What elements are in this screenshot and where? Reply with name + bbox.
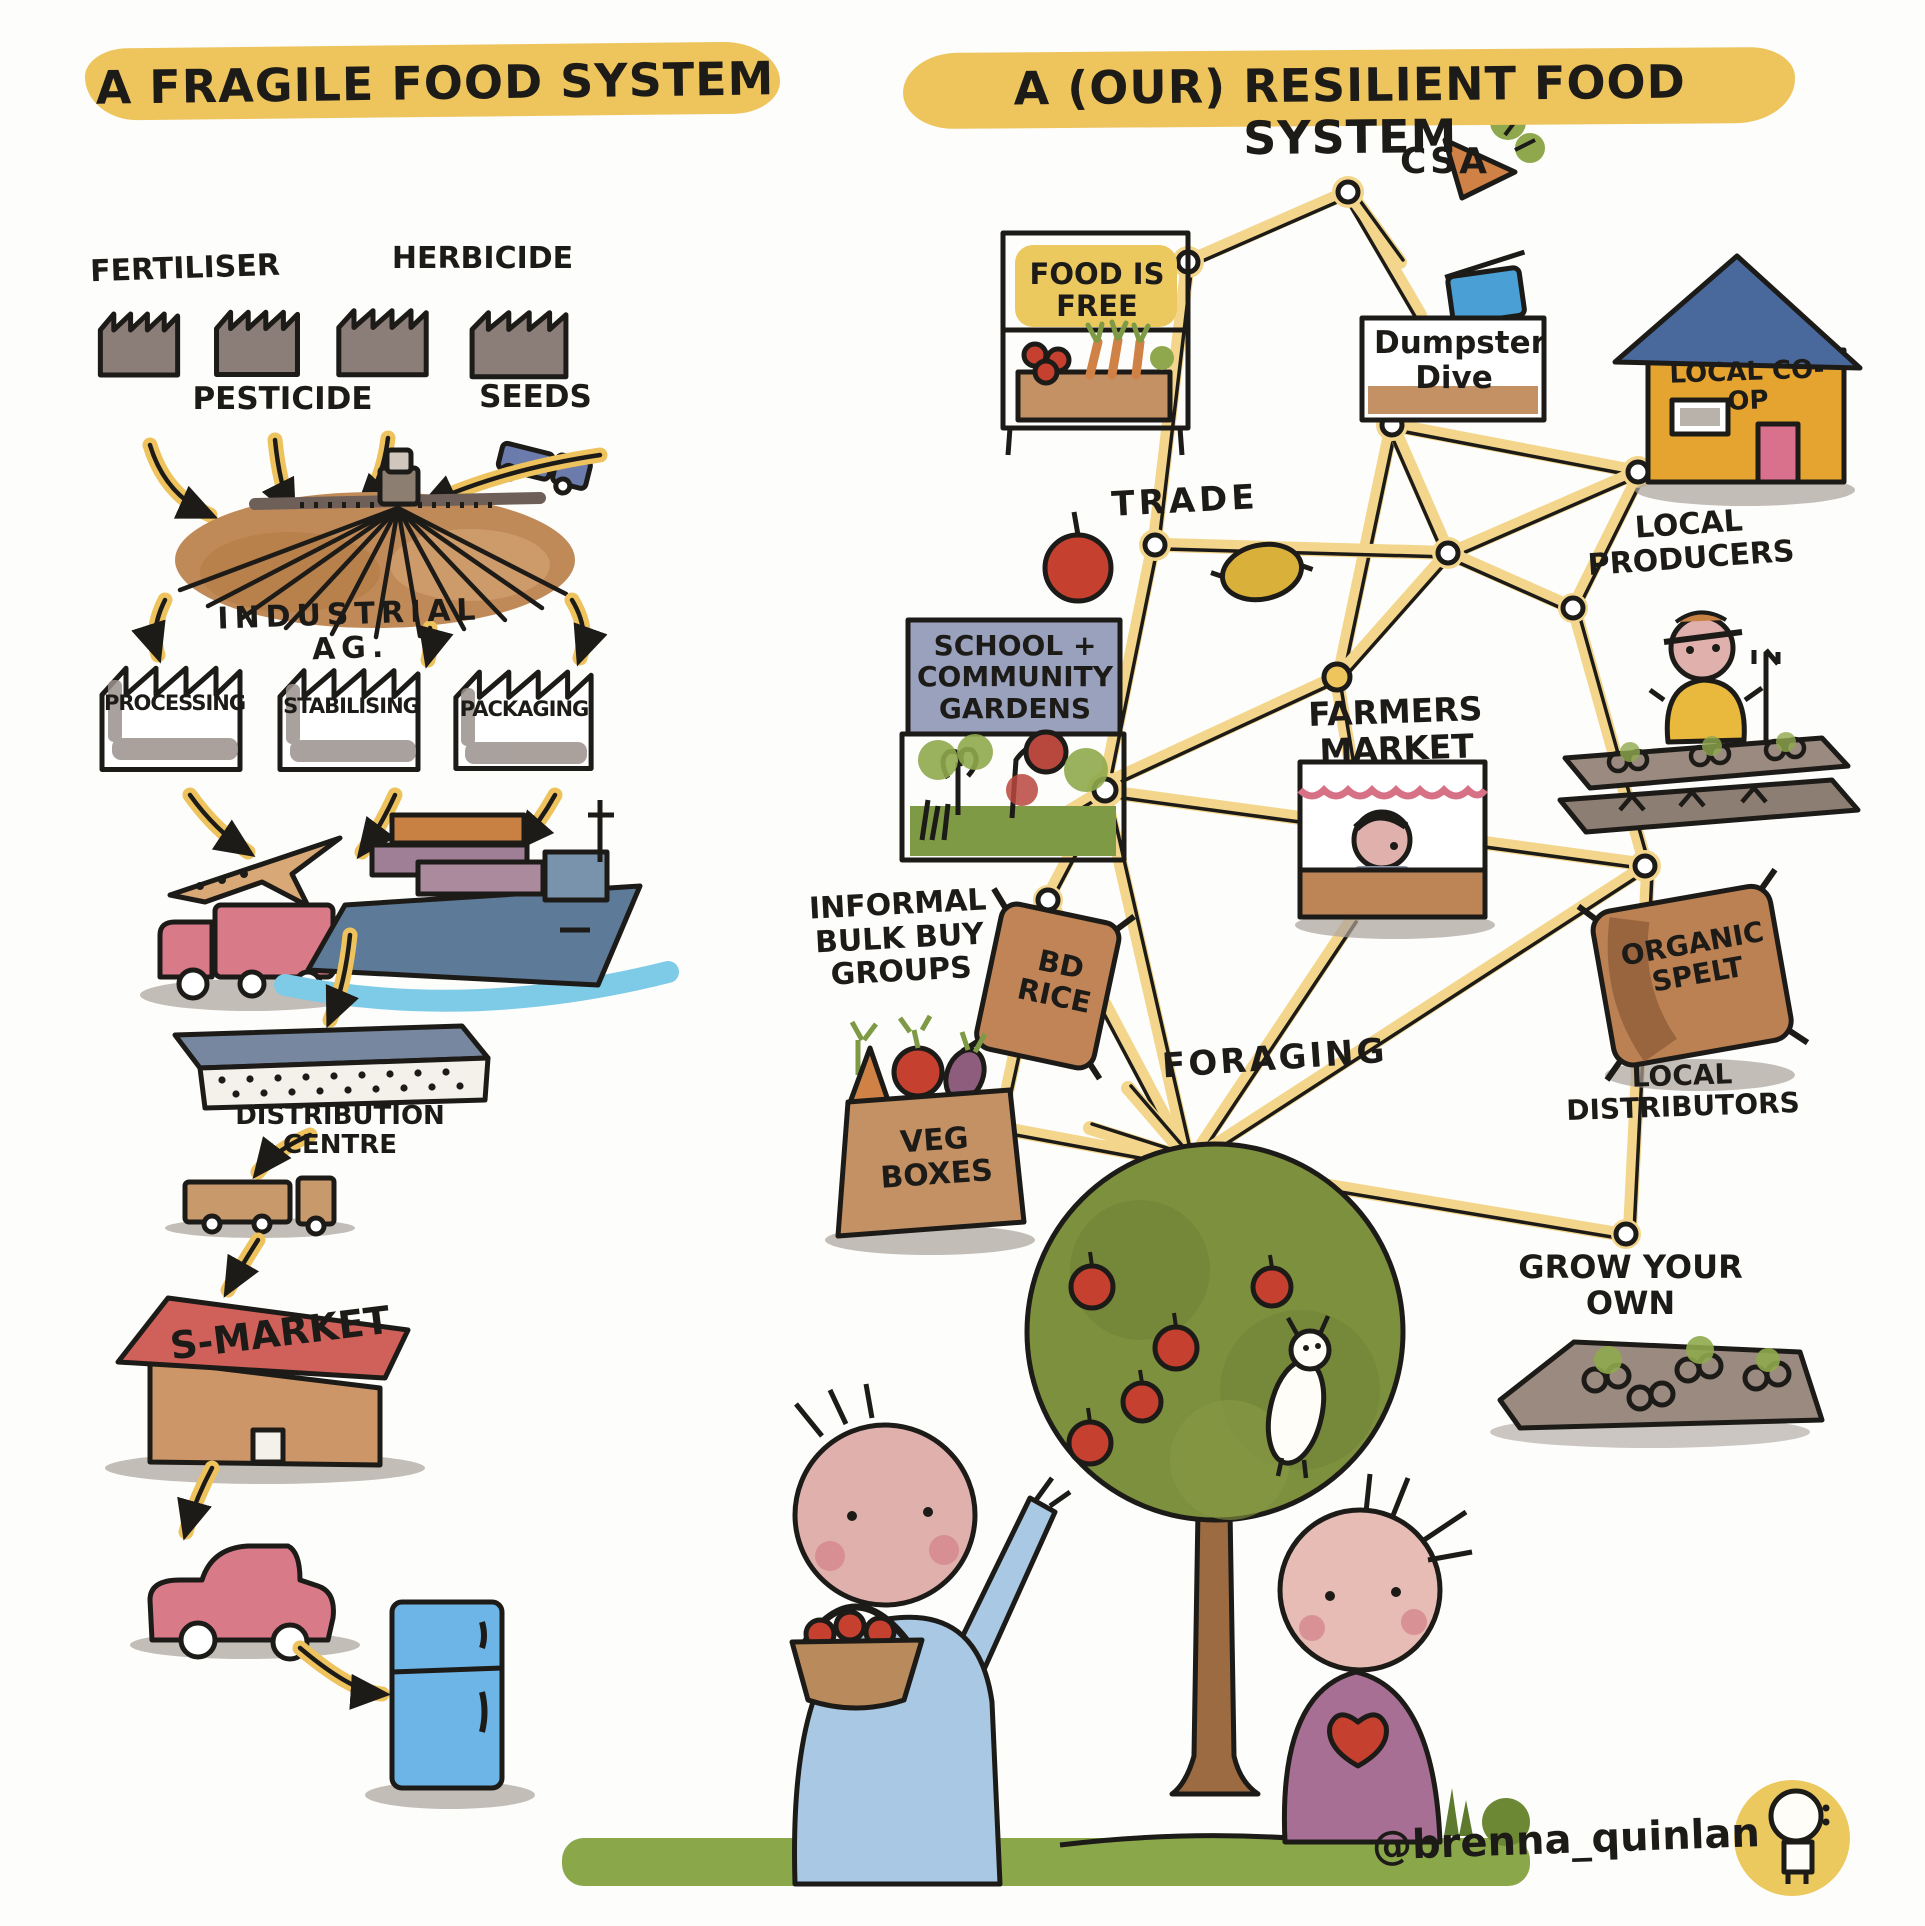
title-resilient: A (OUR) RESILIENT FOOD SYSTEM [1013,54,1687,165]
label-veg-boxes: VEG BOXES [879,1120,995,1196]
goat-icon [1265,1315,1332,1479]
apple-icon [1042,511,1114,604]
label-seeds: SEEDS [479,379,592,415]
factory-shadows [108,680,587,764]
food-is-free-stand [1000,230,1191,456]
label-farmers-market: FARMERS MARKET [1307,688,1484,771]
label-food-is-free: FOOD IS FREE [1029,257,1165,324]
label-industrial-ag: INDUSTRIAL AG. [216,592,483,667]
label-trade: TRADE [1110,477,1260,525]
tree-apples [1066,1251,1294,1467]
car-to-fridge-arrow [292,1640,390,1702]
supermarket-icon [105,1295,425,1484]
factory-icon [472,313,566,377]
label-packaging: PACKAGING [459,697,590,721]
fridge-icon [365,1599,535,1809]
node-centre [1432,537,1464,569]
node-csa [1332,176,1364,208]
label-herbicide: HERBICIDE [391,241,574,276]
organic-spelt-sack [1576,867,1810,1091]
artist-logo-icon [1734,1780,1850,1896]
factory-icon [217,312,298,374]
fragile-system-art [100,311,679,1809]
node-trade [1139,529,1171,561]
dumpster-dive-stand [1359,249,1547,423]
node-right [1629,850,1661,882]
adult-figure [789,1383,1072,1887]
factory-icons-inputs [100,311,566,377]
label-csa: CSA [1400,141,1490,182]
plane-icon [167,835,343,909]
local-producers-farmer [1557,610,1861,835]
label-informal-bulk-buy: INFORMAL BULK BUY GROUPS [808,882,988,993]
label-pesticide: PESTICIDE [192,381,373,417]
node-producers [1558,593,1588,623]
child-figure [1277,1473,1473,1845]
distribution-centre-icon [172,1023,491,1111]
label-local-distributors: LOCAL DISTRIBUTORS [1565,1057,1801,1128]
farmers-market-stall [1295,759,1495,939]
field-to-process-arrows [131,592,608,669]
label-distribution-centre: DISTRIBUTION CENTRE [235,1101,445,1161]
apple-tree [1024,1141,1406,1797]
car-icon [130,1543,360,1662]
school-gardens-stand [899,617,1127,863]
lemon-icon [1210,541,1314,603]
label-processing: PROCESSING [104,691,246,715]
apple-basket-icon [789,1603,925,1711]
node-distributors [1611,1219,1641,1249]
bd-rice-sack [960,887,1136,1081]
veg-boxes-bag [825,1014,1035,1255]
delivery-truck-icon [165,1175,355,1238]
label-grow-your-own: GROW YOUR OWN [1518,1248,1743,1322]
local-coop-house [1612,253,1863,506]
industrial-ag-field [175,447,575,640]
node-farmers [1321,661,1353,693]
title-fragile: A FRAGILE FOOD SYSTEM [95,51,775,115]
grow-your-own-bed [1490,1336,1825,1448]
label-stabilising: STABILISING [283,694,420,718]
label-fertiliser: FERTILISER [89,247,281,290]
factory-icon [100,314,177,375]
label-local-coop: LOCAL CO-OP [1668,354,1825,417]
label-school-community-gardens: SCHOOL + COMMUNITY GARDENS [917,629,1114,725]
label-dumpster-dive: Dumpster Dive [1374,325,1546,396]
factory-icon [339,311,426,375]
tractor-icon [300,447,495,508]
